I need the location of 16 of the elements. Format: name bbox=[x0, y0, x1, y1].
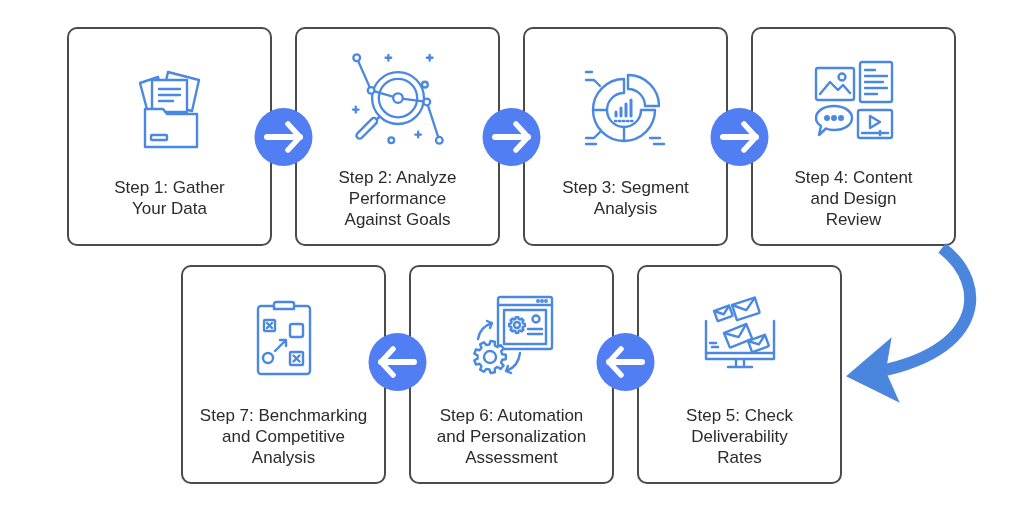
arrow bbox=[606, 346, 645, 378]
step-label: Step 7: Benchmarking and Competitive Analysis bbox=[198, 404, 369, 468]
step-card bbox=[295, 27, 500, 246]
step-label: Step 1: Gather Your Data bbox=[113, 177, 226, 219]
step-card bbox=[751, 27, 956, 246]
curved-arrow bbox=[846, 243, 976, 401]
step-label: Step 6: Automation and Personalization Assessment bbox=[435, 404, 588, 468]
step-card bbox=[181, 265, 386, 484]
arrow bbox=[720, 121, 759, 153]
arrow bbox=[264, 121, 303, 153]
step-label: Step 3: Segment Analysis bbox=[561, 177, 690, 219]
arrow bbox=[378, 346, 417, 378]
step-label: Step 4: Content and Design Review bbox=[793, 166, 914, 230]
arrow bbox=[492, 121, 531, 153]
step-label: Step 5: Check Deliverability Rates bbox=[685, 404, 794, 468]
step-label: Step 2: Analyze Performance Against Goals bbox=[337, 166, 458, 230]
